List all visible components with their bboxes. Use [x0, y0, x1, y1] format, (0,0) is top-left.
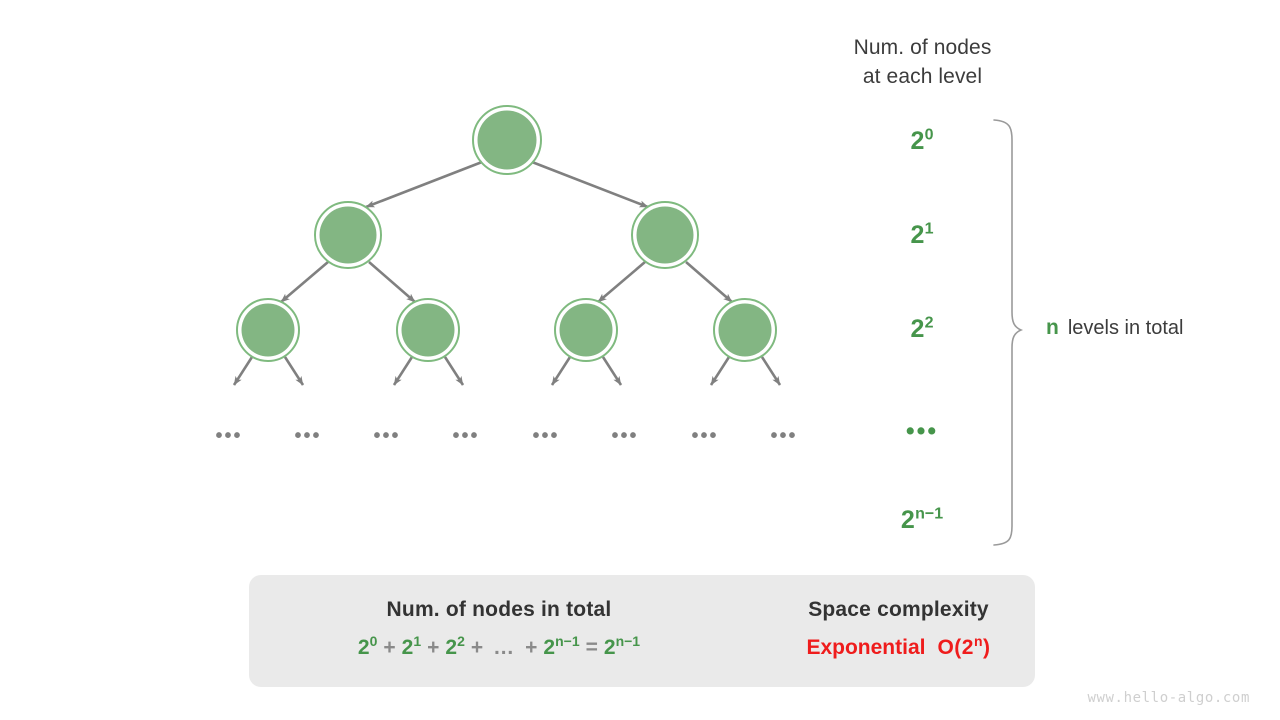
tree-ellipsis: ••• — [770, 425, 797, 447]
level-count-exponent: n−1 — [915, 505, 944, 523]
level-count-base: 2 — [910, 221, 925, 249]
term-2-0: 20 — [357, 633, 378, 659]
plus-sign: + — [427, 636, 440, 659]
level-count-ellipsis: ••• — [905, 417, 939, 445]
complexity-value: Exponential O(2n) — [776, 633, 1021, 660]
plus-sign: + — [525, 636, 538, 659]
level-count-2: 22 — [842, 315, 1002, 344]
levels-total-text: levels in total — [1067, 317, 1184, 339]
edge-l1a-right — [368, 261, 416, 303]
legend-header-line1: Num. of nodes — [853, 36, 992, 59]
summary-box — [249, 575, 1035, 687]
tree-ellipsis: ••• — [215, 425, 242, 447]
edge-l1b-left — [597, 261, 646, 303]
level-count-exponent: 0 — [924, 126, 934, 144]
tree-node[interactable] — [472, 105, 542, 175]
level-count-last: 2n−1 — [842, 506, 1002, 535]
tree-node[interactable] — [713, 298, 777, 362]
summary-left-title: Num. of nodes in total — [386, 598, 612, 621]
watermark: www.hello-algo.com — [1087, 690, 1250, 706]
edge-l1b-right — [685, 261, 733, 303]
formula-result: 2n−1 — [603, 633, 641, 659]
edge-l2d-left — [709, 356, 731, 386]
tree-node[interactable] — [554, 298, 618, 362]
tree-ellipsis: ••• — [373, 425, 400, 447]
level-count-0: 20 — [842, 127, 1002, 156]
legend-header-line2: at each level — [862, 65, 983, 88]
edge-l2a-right — [283, 356, 305, 386]
tree-edges-level-1 — [280, 261, 733, 303]
big-o-prefix: O(2 — [937, 636, 974, 659]
edge-l1a-left — [280, 261, 329, 303]
term-2-2: 22 — [445, 633, 465, 659]
tree-ellipsis: ••• — [611, 425, 638, 447]
level-count-base: 2 — [900, 506, 916, 534]
summary-right-title: Space complexity — [808, 598, 989, 621]
tree-node[interactable] — [631, 201, 699, 269]
summary-left: Num. of nodes in total 20+21+22+…+2n−1=2… — [260, 598, 738, 660]
equals-sign: = — [585, 636, 598, 659]
term-2-1: 21 — [401, 633, 422, 659]
term-exponent: 0 — [369, 633, 378, 649]
summary-right: Space complexity Exponential O(2n) — [776, 598, 1021, 660]
tree-ellipsis: ••• — [691, 425, 718, 447]
edge-l2d-right — [760, 356, 782, 386]
tree-node[interactable] — [314, 201, 382, 269]
big-o-notation: O(2n) — [937, 633, 991, 659]
complexity-label: Exponential — [806, 636, 926, 659]
big-o-suffix: ) — [983, 636, 991, 659]
edge-l2a-left — [232, 356, 254, 386]
tree-ellipsis: ••• — [532, 425, 559, 447]
levels-variable: n — [1046, 316, 1059, 339]
tree-ellipsis: ••• — [294, 425, 321, 447]
term-exponent: n−1 — [555, 633, 580, 649]
level-count-1: 21 — [842, 221, 1002, 250]
result-exponent: n−1 — [615, 633, 641, 649]
tree-nodes — [236, 105, 777, 362]
plus-sign: + — [470, 636, 484, 659]
edge-l2c-left — [550, 356, 572, 386]
summary-left-formula: 20+21+22+…+2n−1=2n−1 — [260, 633, 738, 660]
tree-node[interactable] — [236, 298, 300, 362]
level-count-exponent: 2 — [924, 314, 934, 332]
level-count-base: 2 — [910, 315, 925, 343]
level-count-base: 2 — [910, 127, 925, 155]
legend-header: Num. of nodes at each level — [800, 33, 1045, 91]
tree-ellipsis-row: ••• ••• ••• ••• ••• ••• ••• ••• — [215, 425, 797, 447]
tree-node[interactable] — [396, 298, 460, 362]
tree-ellipsis: ••• — [452, 425, 479, 447]
plus-sign: + — [383, 636, 396, 659]
term-exponent: 2 — [457, 633, 465, 649]
edge-root-left — [365, 160, 483, 209]
big-o-exponent: n — [973, 633, 984, 649]
tree-edges-level-2 — [232, 356, 782, 386]
edge-l2c-right — [601, 356, 623, 386]
tree-edges-level-0 — [365, 160, 649, 209]
edge-l2b-right — [443, 356, 465, 386]
levels-brace — [993, 119, 1024, 546]
formula-ellipsis: … — [493, 636, 516, 659]
term-exponent: 1 — [413, 633, 422, 649]
edge-root-right — [531, 160, 649, 209]
levels-total-label: n levels in total — [1046, 316, 1183, 340]
level-count-exponent: 1 — [924, 220, 934, 238]
edge-l2b-left — [392, 356, 414, 386]
term-2-n-1: 2n−1 — [543, 633, 580, 659]
